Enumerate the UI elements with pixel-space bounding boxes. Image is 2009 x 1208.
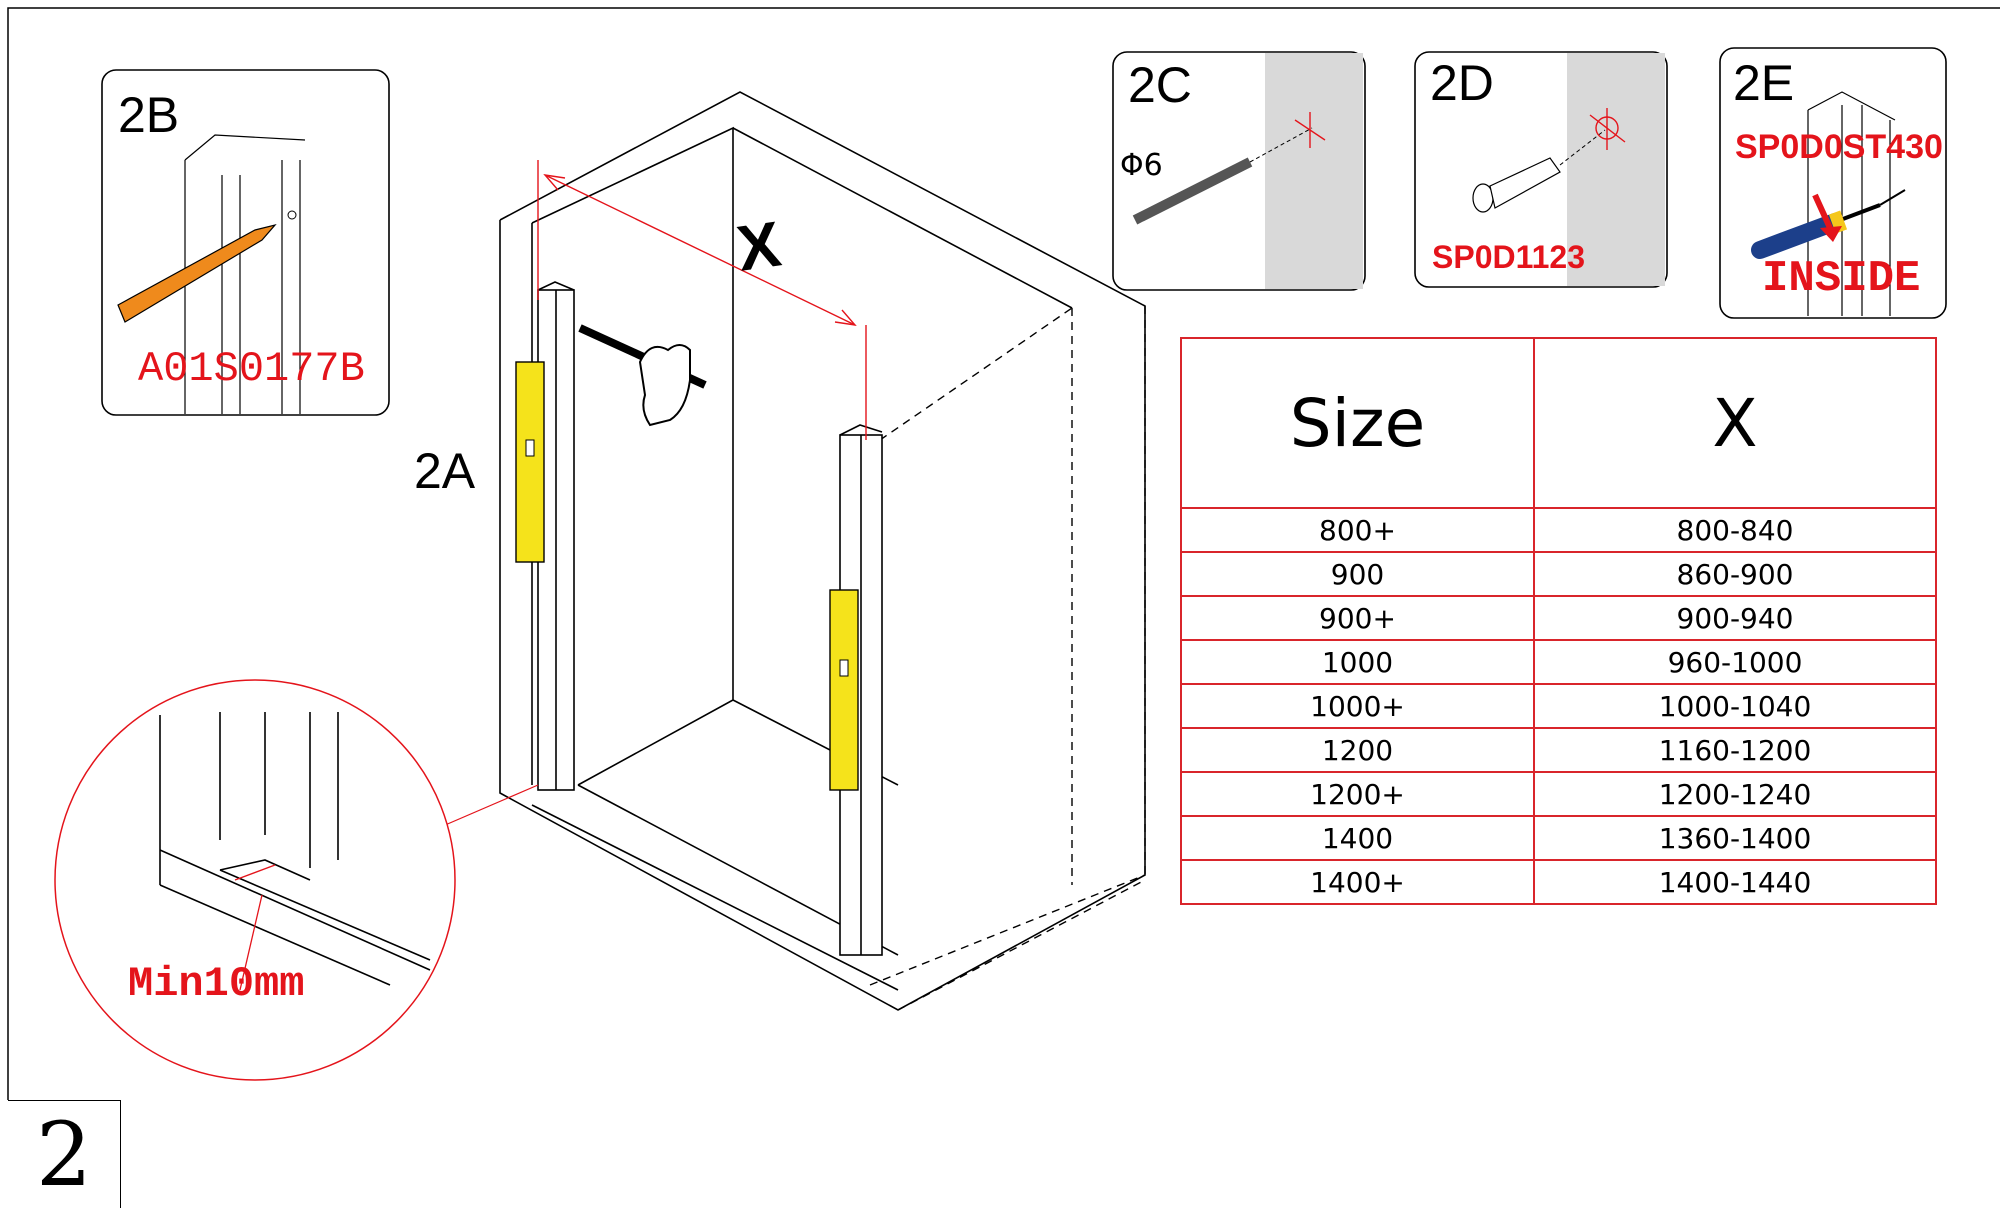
label-2a: 2A	[414, 443, 476, 499]
cell-x: 1160-1200	[1533, 727, 1937, 773]
header-size: Size	[1180, 337, 1535, 509]
table-row: 1000+1000-1040	[1180, 683, 1937, 729]
cell-size: 1400+	[1180, 859, 1535, 905]
detail-2d-panel: 2D SP0D1123	[1414, 51, 1668, 288]
hand-marking-pencil	[578, 324, 707, 427]
page-frame	[7, 7, 2000, 1100]
cell-size: 1200	[1180, 727, 1535, 773]
drill-size: Φ6	[1120, 148, 1163, 183]
cell-x: 900-940	[1533, 595, 1937, 641]
cell-x: 1200-1240	[1533, 771, 1937, 817]
screwdriver-icon	[1751, 203, 1881, 259]
cell-x: 960-1000	[1533, 639, 1937, 685]
min-gap-note: Min10mm	[128, 960, 304, 1008]
part-code-2b: A01S0177B	[138, 345, 365, 393]
part-code-2d: SP0D1123	[1432, 239, 1585, 275]
cell-size: 1200+	[1180, 771, 1535, 817]
spirit-level-left	[515, 361, 545, 563]
dimension-x-label: X	[733, 207, 786, 284]
table-row: 1200+1200-1240	[1180, 771, 1937, 817]
table-row: 900+900-940	[1180, 595, 1937, 641]
cell-size: 1400	[1180, 815, 1535, 861]
cell-x: 1400-1440	[1533, 859, 1937, 905]
shower-enclosure-drawing	[499, 91, 1146, 1011]
wall-plug-icon	[1472, 157, 1561, 213]
cell-x: 800-840	[1533, 507, 1937, 553]
detail-2e-panel: 2E SP0D0ST430 INSIDE	[1719, 47, 1947, 319]
cell-size: 900	[1180, 551, 1535, 597]
spirit-level-right	[829, 589, 859, 791]
table-row: 800+800-840	[1180, 507, 1937, 553]
dimension-x-arrow	[537, 160, 867, 440]
detail-2c-panel: 2C Φ6	[1112, 51, 1366, 291]
cell-x: 860-900	[1533, 551, 1937, 597]
pencil-icon	[117, 223, 277, 323]
arrow-down-icon	[1812, 193, 1842, 242]
step-number: 2	[8, 1100, 121, 1208]
table-header-row: Size X	[1180, 337, 1937, 509]
label-2d: 2D	[1430, 55, 1494, 111]
drill-target-icon	[1294, 112, 1326, 148]
inside-note: INSIDE	[1762, 254, 1920, 304]
cell-size: 800+	[1180, 507, 1535, 553]
cell-size: 1000	[1180, 639, 1535, 685]
label-2e: 2E	[1733, 55, 1794, 111]
zoom-detail: Min10mm	[54, 679, 539, 1081]
part-code-2e: SP0D0ST430	[1735, 128, 1943, 166]
cell-x: 1000-1040	[1533, 683, 1937, 729]
header-x: X	[1533, 337, 1937, 509]
cell-x: 1360-1400	[1533, 815, 1937, 861]
drill-target-icon-2d	[1589, 108, 1626, 150]
table-row: 1400+1400-1440	[1180, 859, 1937, 905]
cell-size: 1000+	[1180, 683, 1535, 729]
cell-size: 900+	[1180, 595, 1535, 641]
detail-2b-panel: 2B A01S0177B	[101, 69, 390, 416]
label-2b: 2B	[118, 87, 179, 143]
label-2c: 2C	[1128, 57, 1192, 113]
